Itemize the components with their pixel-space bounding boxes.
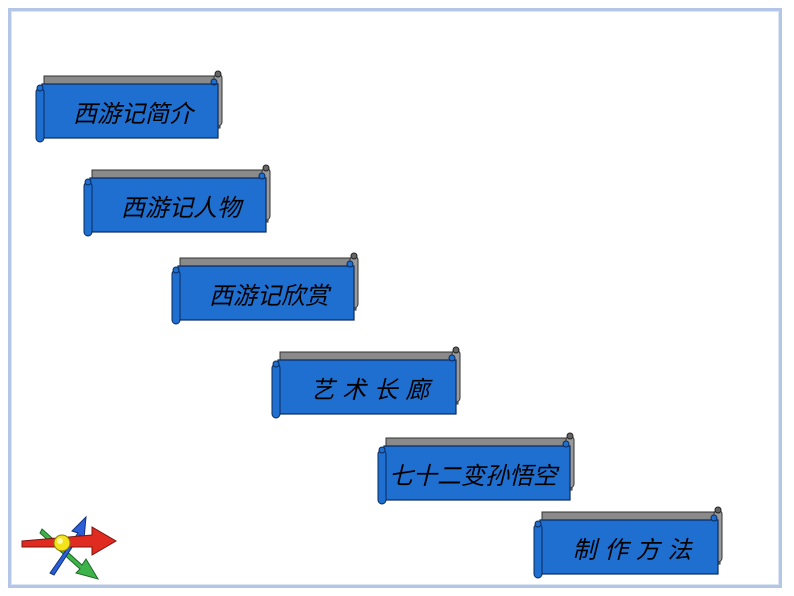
scroll-banner-shape (533, 506, 723, 579)
menu-label-intro: 西游记简介 (73, 99, 193, 128)
menu-scroll-gallery[interactable]: 艺 术 长 廊 (270, 346, 464, 420)
menu-scroll-appreciation[interactable]: 西游记欣赏 (170, 252, 362, 326)
menu-scroll-intro[interactable]: 西游记简介 (34, 70, 226, 144)
menu-scroll-72-transformations[interactable]: 七十二变孙悟空 (376, 432, 578, 506)
menu-label-72-transformations: 七十二变孙悟空 (389, 461, 557, 490)
menu-label-gallery: 艺 术 长 廊 (310, 375, 430, 404)
scroll-banner-shape (83, 164, 271, 237)
scroll-banner-shape (271, 346, 461, 419)
menu-label-characters: 西游记人物 (121, 193, 241, 222)
scroll-banner-shape (171, 252, 359, 325)
menu-label-production-method: 制 作 方 法 (572, 535, 692, 564)
menu-scroll-characters[interactable]: 西游记人物 (82, 164, 274, 238)
menu-label-appreciation: 西游记欣赏 (209, 281, 329, 310)
crossed-arrows-icon[interactable] (20, 515, 118, 583)
scroll-banner-shape (35, 70, 223, 143)
scroll-banner-shape (377, 432, 575, 505)
menu-scroll-production-method[interactable]: 制 作 方 法 (532, 506, 726, 580)
